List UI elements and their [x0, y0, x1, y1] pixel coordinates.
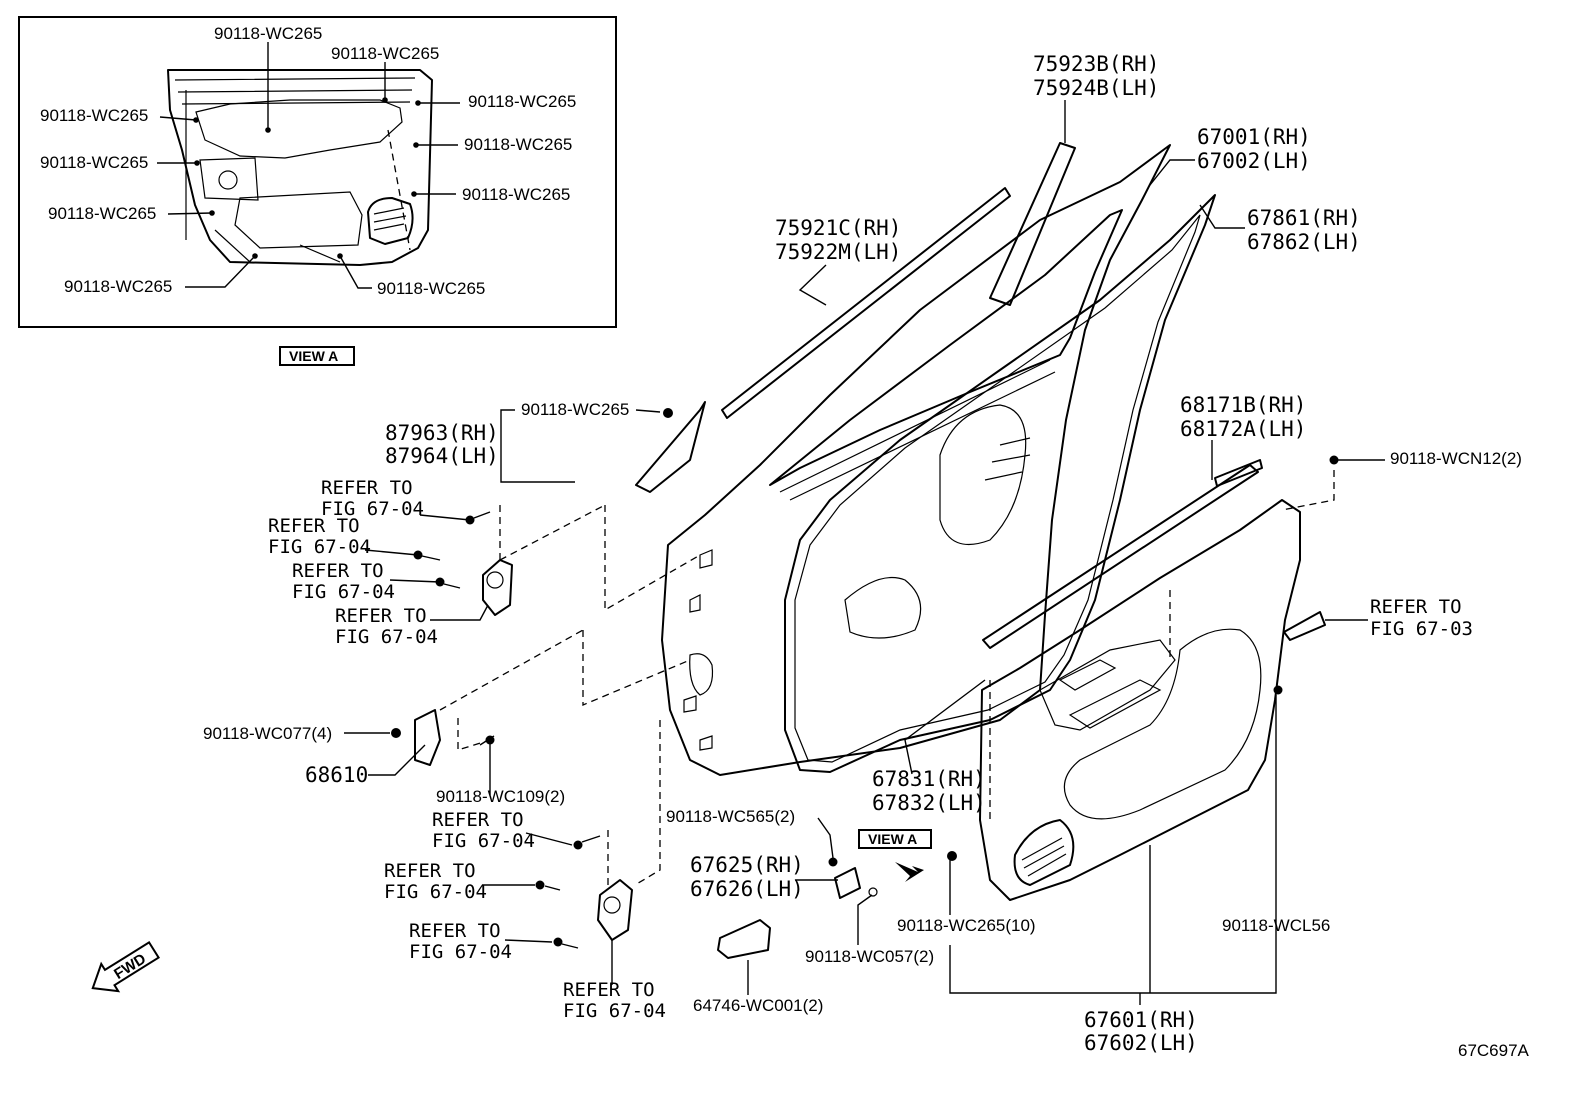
main-view-tag: VIEW A: [868, 831, 917, 847]
label-87963-screw: 90118-WC265: [521, 400, 629, 419]
refer-h3-line1: REFER TO: [292, 560, 384, 582]
refer-h3-line2: FIG 67-04: [292, 581, 395, 603]
refer-l1-line2: FIG 67-04: [432, 830, 535, 852]
upper-hinge-assembly: [413, 511, 513, 616]
inset-view-tag: VIEW A: [289, 348, 338, 364]
inset-view-a: 90118-WC265 90118-WC265 90118-WC265 9011…: [18, 16, 617, 366]
refer-h1-line1: REFER TO: [321, 477, 413, 499]
courtesy-lamp-ref: [1283, 611, 1326, 641]
inset-label-5: 90118-WC265: [464, 135, 572, 154]
inset-label-9: 90118-WC265: [64, 277, 172, 296]
inset-fastener-dots: [193, 97, 421, 259]
label-wc565: 90118-WC565(2): [666, 807, 795, 826]
label-wcn12: 90118-WCN12(2): [1390, 449, 1522, 468]
label-wc265-10: 90118-WC265(10): [897, 916, 1036, 935]
inset-label-7: 90118-WC265: [462, 185, 570, 204]
refer-h4-line2: FIG 67-04: [335, 626, 438, 648]
refer-h1-line2: FIG 67-04: [321, 498, 424, 520]
dashed-install-lines: [439, 470, 1335, 886]
label-87963: 87963(RH): [385, 421, 499, 445]
label-67832: 67832(LH): [872, 791, 986, 815]
inset-label-4: 90118-WC265: [40, 106, 148, 125]
refer-l4-line2: FIG 67-04: [563, 1000, 666, 1022]
trim-speaker-grille: [1013, 819, 1075, 886]
lower-hinge: [597, 879, 633, 941]
weatherstrip-67861: [784, 194, 1216, 773]
refer-h2-line2: FIG 67-04: [268, 536, 371, 558]
door-check-68610: [414, 709, 441, 766]
trim-armrest: [1063, 628, 1262, 820]
mirror-cover-87963: [635, 401, 706, 493]
refer-tr-line1: REFER TO: [1370, 596, 1462, 618]
main-view-tag-frame: [858, 829, 932, 849]
label-67001: 67001(RH): [1197, 125, 1311, 149]
bracket-67625: [834, 867, 861, 899]
label-87964: 87964(LH): [385, 444, 499, 468]
label-67602: 67602(LH): [1084, 1031, 1198, 1055]
refer-h4-line1: REFER TO: [335, 605, 427, 627]
label-67625: 67625(RH): [690, 853, 804, 877]
label-68171b: 68171B(RH): [1180, 393, 1306, 417]
door-window-opening: [769, 209, 1123, 486]
refer-l2-line2: FIG 67-04: [384, 881, 487, 903]
trim-switch-panel: [1039, 639, 1176, 731]
inset-view-tag-frame: [279, 346, 355, 366]
label-wc077: 90118-WC077(4): [203, 724, 332, 743]
label-67601: 67601(RH): [1084, 1008, 1198, 1032]
door-panel-67001: [661, 144, 1171, 776]
door-trim-board-67601: [979, 499, 1301, 901]
inset-frame: [18, 16, 617, 328]
label-75921c: 75921C(RH): [775, 216, 901, 240]
check-arm-assembly: [391, 709, 495, 766]
inset-label-1: 90118-WC265: [214, 24, 322, 43]
label-67626: 67626(LH): [690, 877, 804, 901]
label-67861: 67861(RH): [1247, 206, 1361, 230]
refer-l3-line1: REFER TO: [409, 920, 501, 942]
label-wc057: 90118-WC057(2): [805, 947, 934, 966]
door-service-hole: [939, 404, 1027, 546]
drawing-code: 67C697A: [1458, 1041, 1530, 1060]
refer-l2-line1: REFER TO: [384, 860, 476, 882]
fwd-arrow-icon: FWD: [91, 940, 160, 993]
nut-wc077: [391, 728, 401, 738]
refer-h2-line1: REFER TO: [268, 515, 360, 537]
inset-leaders: [157, 42, 460, 289]
lower-hinge-assembly: [535, 835, 633, 949]
refer-tr-line2: FIG 67-03: [1370, 618, 1473, 640]
frame-molding-75923: [989, 142, 1076, 306]
refer-l3-line2: FIG 67-04: [409, 941, 512, 963]
view-arrow-icon: [895, 862, 924, 882]
label-68172a: 68172A(LH): [1180, 417, 1306, 441]
label-67002: 67002(LH): [1197, 149, 1311, 173]
label-67831: 67831(RH): [872, 767, 986, 791]
door-illustration: [661, 142, 1301, 901]
refer-l1-line1: REFER TO: [432, 809, 524, 831]
label-75922m: 75922M(LH): [775, 240, 901, 264]
label-67862: 67862(LH): [1247, 230, 1361, 254]
inset-label-8: 90118-WC265: [48, 204, 156, 223]
belt-molding-outer-75921: [721, 187, 1011, 419]
label-75924b: 75924B(LH): [1033, 76, 1159, 100]
belt-molding-inner-68171: [982, 464, 1259, 649]
inset-label-3: 90118-WC265: [468, 92, 576, 111]
inset-label-2: 90118-WC265: [331, 44, 439, 63]
clip-wc265: [663, 408, 673, 418]
label-75923b: 75923B(RH): [1033, 52, 1159, 76]
inset-door-trim-drawing: [167, 69, 433, 266]
inset-label-10: 90118-WC265: [377, 279, 485, 298]
refer-l4-line1: REFER TO: [563, 979, 655, 1001]
leader-lines: [344, 100, 1385, 1005]
label-68610: 68610: [305, 763, 368, 787]
label-wcl56: 90118-WCL56: [1222, 916, 1330, 935]
inset-label-6: 90118-WC265: [40, 153, 148, 172]
label-64746: 64746-WC001(2): [693, 996, 823, 1015]
pad-64746: [717, 919, 771, 959]
label-wc109: 90118-WC109(2): [436, 787, 565, 806]
